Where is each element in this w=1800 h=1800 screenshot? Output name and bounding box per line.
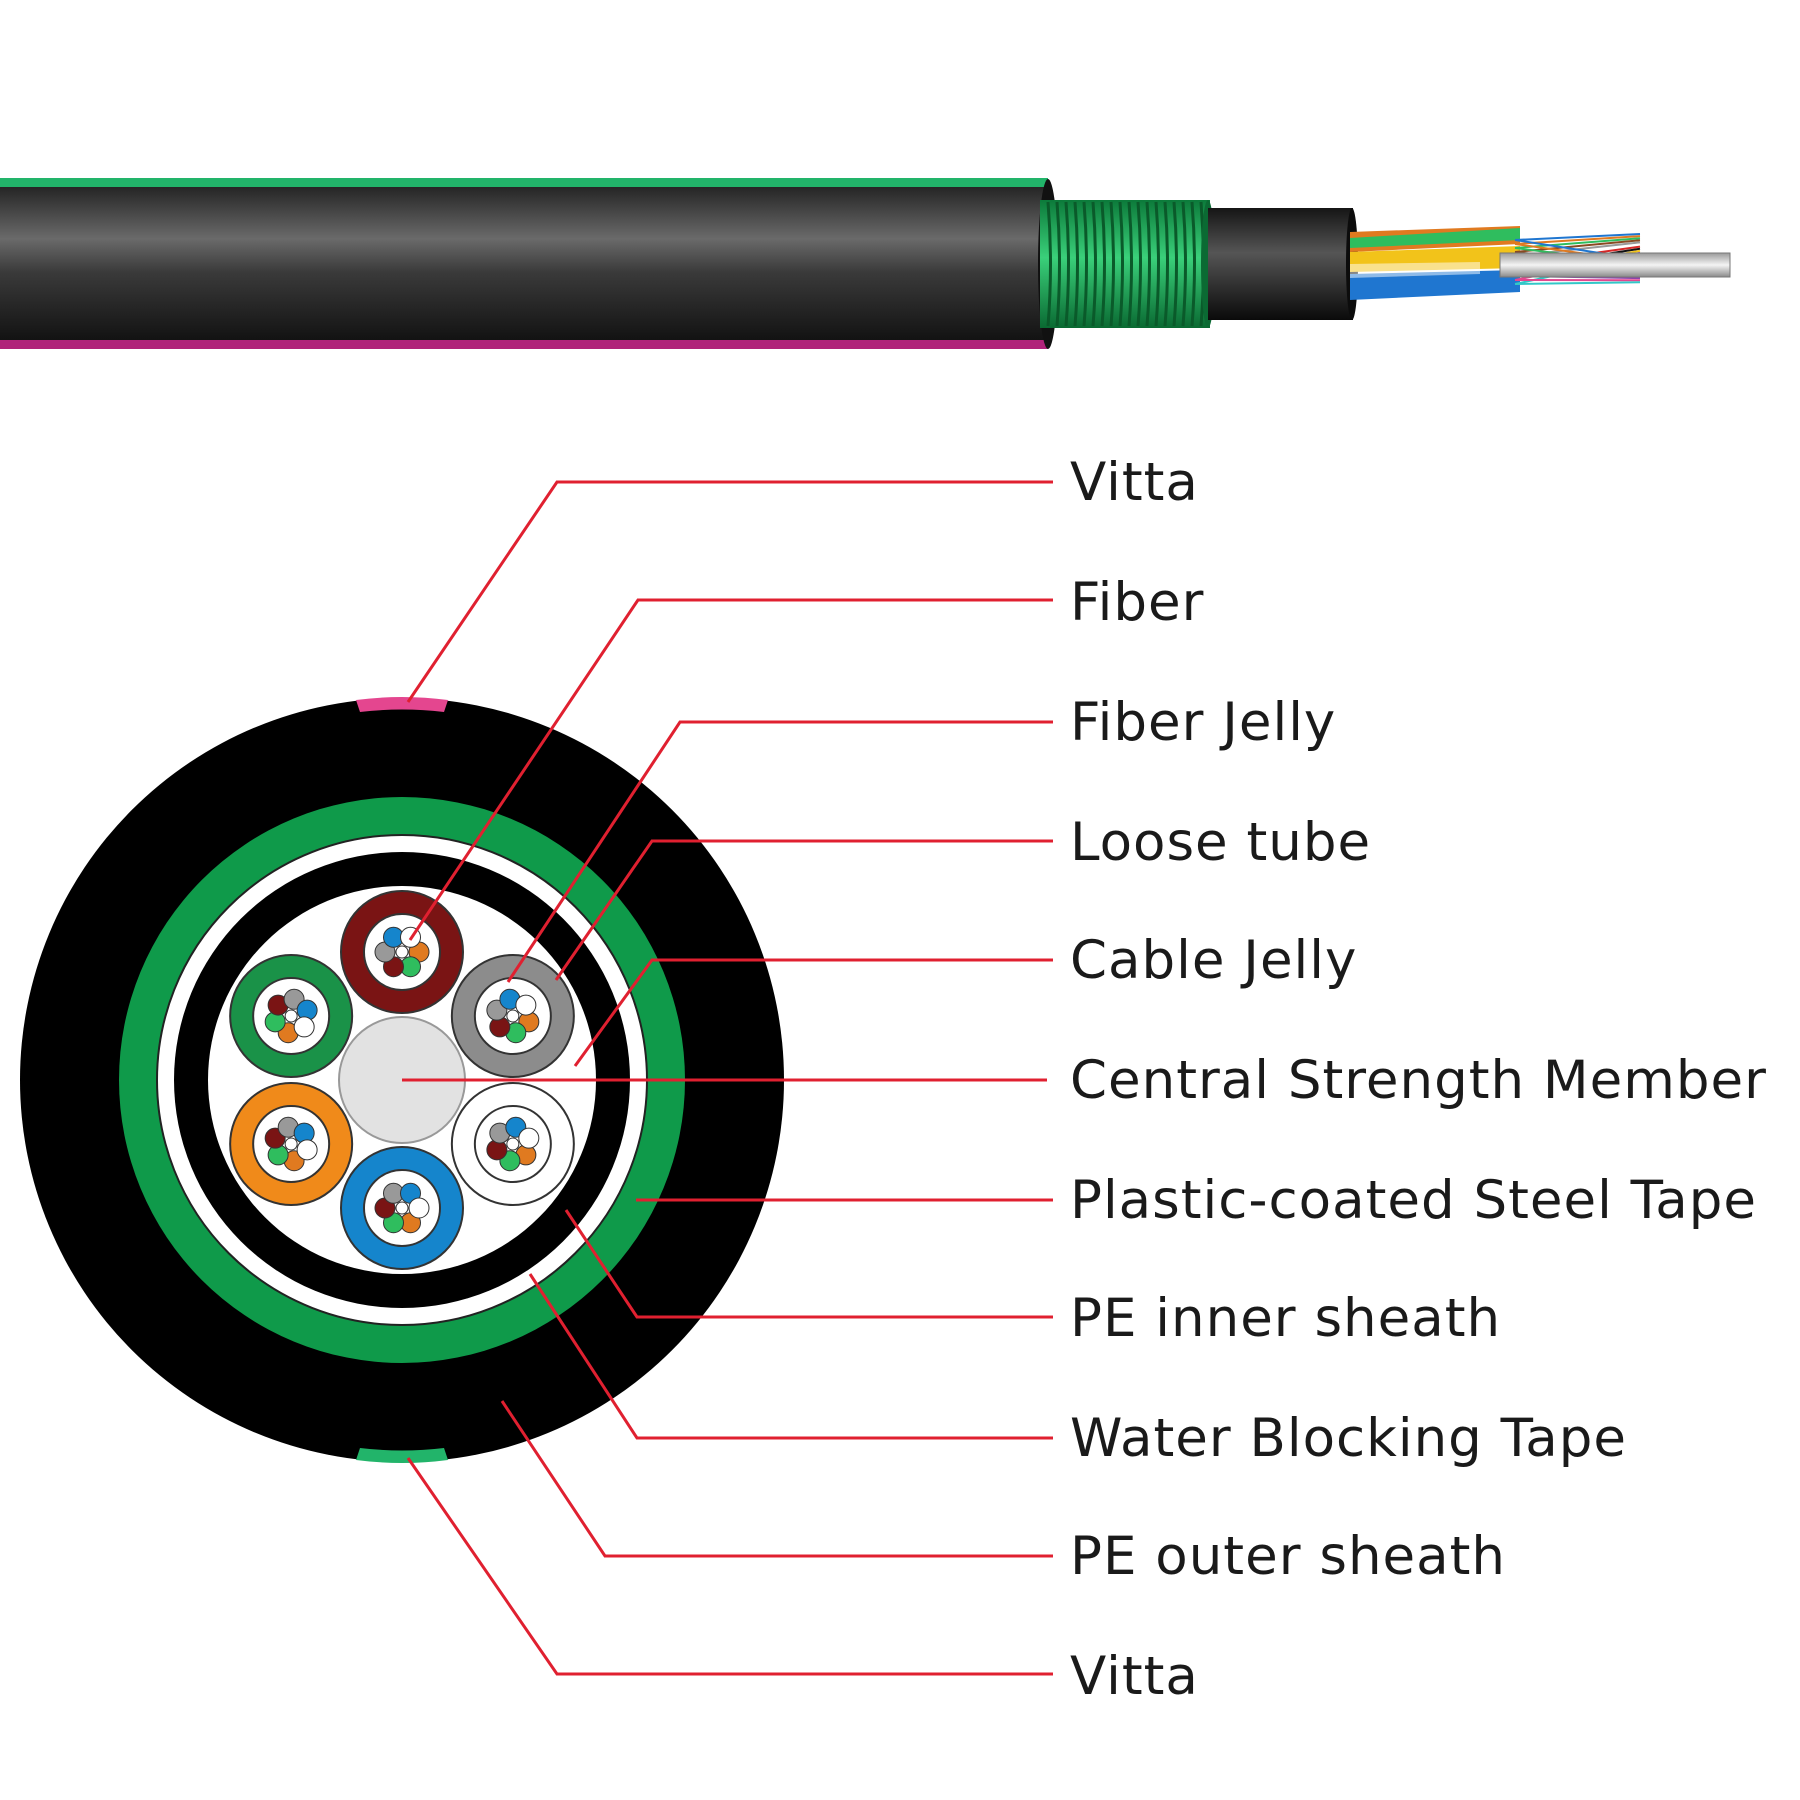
label-fiber-jelly: Fiber Jelly (1070, 692, 1336, 753)
armor-ridge (1190, 201, 1196, 327)
leader-lines (402, 480, 1053, 1676)
loose-tube (229, 1082, 354, 1206)
armor-ridge (1163, 201, 1169, 327)
armor-ridge (1091, 201, 1097, 327)
leader-vitta-top (406, 480, 1053, 703)
leader-fiber (408, 598, 1053, 941)
armor-ridge (1073, 201, 1079, 327)
fiber (408, 1197, 430, 1219)
label-cable-jelly: Cable Jelly (1070, 930, 1357, 991)
fiber (518, 1127, 540, 1149)
armor-ridge (1145, 201, 1151, 327)
labels: Vitta Fiber Fiber Jelly Loose tube Cable… (1070, 452, 1767, 1707)
armor-ridge (1100, 201, 1106, 327)
vitta-bottom (356, 1448, 448, 1463)
armor-ridge (1064, 201, 1070, 327)
leader-loose-tube (554, 839, 1053, 981)
loose-tube (450, 954, 575, 1078)
loose-tube (340, 890, 464, 1014)
central-strength-member-side (1499, 252, 1731, 278)
label-pe-outer-sheath: PE outer sheath (1070, 1526, 1506, 1587)
leader-water-blocking-tape (528, 1273, 1053, 1440)
fiber (293, 1016, 315, 1038)
armor-ridge (1055, 201, 1061, 327)
label-loose-tube: Loose tube (1070, 812, 1371, 873)
fiber (296, 1139, 318, 1161)
vitta-stripe-magenta (0, 340, 1048, 349)
armor-ridge (1172, 201, 1178, 327)
leader-fiber-jelly (506, 720, 1053, 983)
loose-tube (340, 1146, 464, 1270)
leader-cable-jelly (573, 958, 1053, 1067)
loose-tubes-side (1350, 226, 1520, 300)
fiber-strand (1514, 281, 1641, 285)
leader-pe-inner-sheath (564, 1209, 1053, 1319)
loose-tubes (229, 890, 575, 1270)
label-vitta-top: Vitta (1070, 452, 1199, 513)
label-steel-tape: Plastic-coated Steel Tape (1070, 1170, 1757, 1231)
vitta-top (356, 697, 448, 712)
fiber-strand (1514, 233, 1641, 241)
steel-tape-armor (1040, 200, 1215, 328)
vitta-stripe-green (0, 178, 1048, 187)
armor-ridge (1154, 201, 1160, 327)
label-vitta-bottom: Vitta (1070, 1646, 1199, 1707)
leader-pe-outer-sheath (500, 1400, 1053, 1558)
armor-ridge (1136, 201, 1142, 327)
label-pe-inner-sheath: PE inner sheath (1070, 1288, 1501, 1349)
outer-jacket (0, 180, 1048, 348)
loose-tube (229, 954, 354, 1078)
armor-ridge (1109, 201, 1115, 327)
armor-ridge (1181, 201, 1187, 327)
armor-ridge (1046, 201, 1052, 327)
armor-ridge (1127, 201, 1133, 327)
label-water-blocking-tape: Water Blocking Tape (1070, 1408, 1627, 1469)
label-central-strength-member: Central Strength Member (1070, 1050, 1767, 1111)
loose-tube (450, 1082, 575, 1206)
label-fiber: Fiber (1070, 572, 1204, 633)
armor-ridge (1082, 201, 1088, 327)
leader-vitta-bottom (406, 1457, 1053, 1676)
fiber (515, 994, 537, 1016)
armor-ridge (1118, 201, 1124, 327)
cable-side-view (0, 178, 1731, 349)
inner-sheath (1208, 208, 1353, 320)
